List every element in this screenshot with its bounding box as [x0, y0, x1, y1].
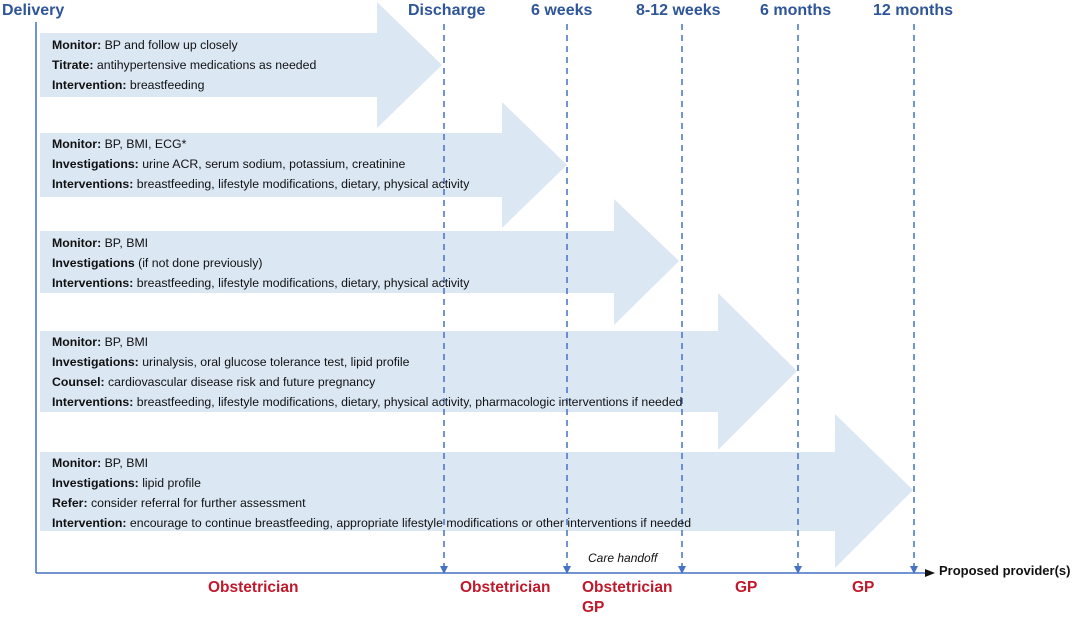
milestone-guides — [443, 24, 915, 567]
stage-line-text: BP, BMI — [101, 335, 149, 349]
stage-line-text: breastfeeding, lifestyle modifications, … — [133, 177, 470, 191]
stage-arrow-discharge — [40, 2, 442, 128]
provider-label: Obstetrician — [460, 578, 550, 598]
stage-line: Monitor: BP, BMI, ECG* — [52, 134, 469, 154]
stage-line: Counsel: cardiovascular disease risk and… — [52, 372, 682, 392]
provider-line: GP — [735, 579, 758, 596]
stage-line-text: BP, BMI — [101, 236, 149, 250]
stage-line-text: BP, BMI, ECG* — [101, 137, 187, 151]
care-handoff-label: Care handoff — [588, 551, 658, 565]
stage-line-label: Interventions: — [52, 276, 134, 290]
stage-line-text: urinalysis, oral glucose tolerance test,… — [138, 355, 410, 369]
stage-6-months-text: Monitor: BP, BMI Investigations: urinaly… — [52, 332, 682, 412]
stage-line: Investigations: urinalysis, oral glucose… — [52, 352, 682, 372]
stage-line: Monitor: BP, BMI — [52, 453, 691, 473]
stage-line-text: lipid profile — [138, 476, 201, 490]
stage-line-label: Intervention: — [52, 516, 127, 530]
stage-line-label: Monitor: — [52, 38, 102, 52]
stage-8-12-weeks-text: Monitor: BP, BMI Investigations (if not … — [52, 233, 469, 293]
stage-line-text: breastfeeding — [126, 78, 205, 92]
milestone-discharge: Discharge — [408, 2, 486, 19]
milestone-arrowheads — [440, 566, 918, 574]
stage-line-label: Investigations: — [52, 355, 139, 369]
stage-line-text: cardiovascular disease risk and future p… — [104, 375, 376, 389]
stage-line-label: Monitor: — [52, 335, 102, 349]
stage-line: Interventions: breastfeeding, lifestyle … — [52, 273, 469, 293]
arrowhead-12-months — [910, 566, 918, 574]
stage-line-text: BP and follow up closely — [101, 38, 238, 52]
stage-line-text: BP, BMI — [101, 456, 149, 470]
stage-arrow-6-weeks — [40, 102, 567, 228]
stage-line-label: Investigations: — [52, 157, 139, 171]
stage-line: Investigations: urine ACR, serum sodium,… — [52, 154, 469, 174]
stage-line: Monitor: BP, BMI — [52, 233, 469, 253]
stage-arrow-8-12-weeks — [40, 199, 679, 325]
stage-line: Investigations (if not done previously) — [52, 253, 469, 273]
milestone-6-months: 6 months — [760, 2, 832, 19]
stage-line: Intervention: encourage to continue brea… — [52, 513, 691, 533]
time-axis-arrowhead — [925, 569, 935, 577]
stage-line-label: Monitor: — [52, 456, 102, 470]
arrowhead-8-12-weeks — [678, 566, 686, 574]
arrowhead-6-weeks — [563, 566, 571, 574]
axis-label-providers: Proposed provider(s) — [939, 563, 1071, 578]
stage-line-label: Investigations: — [52, 476, 139, 490]
stage-discharge-text: Monitor: BP and follow up closely Titrat… — [52, 35, 316, 95]
stage-line: Titrate: antihypertensive medications as… — [52, 55, 316, 75]
stage-line-label: Interventions: — [52, 395, 134, 409]
stage-line-text: antihypertensive medications as needed — [93, 58, 317, 72]
provider-label: GP — [852, 578, 874, 598]
arrowhead-6-months — [794, 566, 802, 574]
provider-label: Obstetrician — [208, 578, 298, 598]
stage-line-label: Refer: — [52, 496, 88, 510]
stage-line: Monitor: BP, BMI — [52, 332, 682, 352]
arrowhead-discharge — [440, 566, 448, 574]
delivery-label: Delivery — [2, 2, 65, 19]
stage-line-label: Monitor: — [52, 137, 102, 151]
stage-arrows — [40, 2, 913, 568]
stage-line: Monitor: BP and follow up closely — [52, 35, 316, 55]
provider-line: Obstetrician — [460, 579, 551, 596]
provider-label: Obstetrician GP — [582, 578, 672, 618]
stage-line-label: Intervention: — [52, 78, 127, 92]
stage-line-label: Monitor: — [52, 236, 102, 250]
stage-line-text: urine ACR, serum sodium, potassium, crea… — [138, 157, 406, 171]
stage-line: Interventions: breastfeeding, lifestyle … — [52, 174, 469, 194]
stage-line-text: breastfeeding, lifestyle modifications, … — [133, 276, 470, 290]
stage-line: Investigations: lipid profile — [52, 473, 691, 493]
stage-6-weeks-text: Monitor: BP, BMI, ECG* Investigations: u… — [52, 134, 469, 194]
provider-line: Obstetrician — [582, 579, 673, 596]
milestone-12-months: 12 months — [873, 2, 954, 19]
provider-line: Obstetrician — [208, 579, 299, 596]
provider-label: GP — [735, 578, 757, 598]
stage-line-text: consider referral for further assessment — [87, 496, 306, 510]
stage-line: Intervention: breastfeeding — [52, 75, 316, 95]
stage-arrow-6-months — [40, 293, 797, 450]
provider-line: GP — [582, 599, 605, 616]
stage-line: Refer: consider referral for further ass… — [52, 493, 691, 513]
stage-line-label: Counsel: — [52, 375, 105, 389]
stage-line-label: Titrate: — [52, 58, 94, 72]
milestone-8-12-weeks: 8-12 weeks — [636, 2, 721, 19]
stage-line-label: Interventions: — [52, 177, 134, 191]
stage-line-text: breastfeeding, lifestyle modifications, … — [133, 395, 683, 409]
stage-arrow-12-months — [40, 414, 913, 568]
stage-line-label: Investigations — [52, 256, 135, 270]
stage-line: Interventions: breastfeeding, lifestyle … — [52, 392, 682, 412]
provider-line: GP — [852, 579, 875, 596]
milestone-6-weeks: 6 weeks — [531, 2, 593, 19]
stage-line-text: (if not done previously) — [134, 256, 263, 270]
stage-line-text: encourage to continue breastfeeding, app… — [126, 516, 692, 530]
stage-12-months-text: Monitor: BP, BMI Investigations: lipid p… — [52, 453, 691, 533]
